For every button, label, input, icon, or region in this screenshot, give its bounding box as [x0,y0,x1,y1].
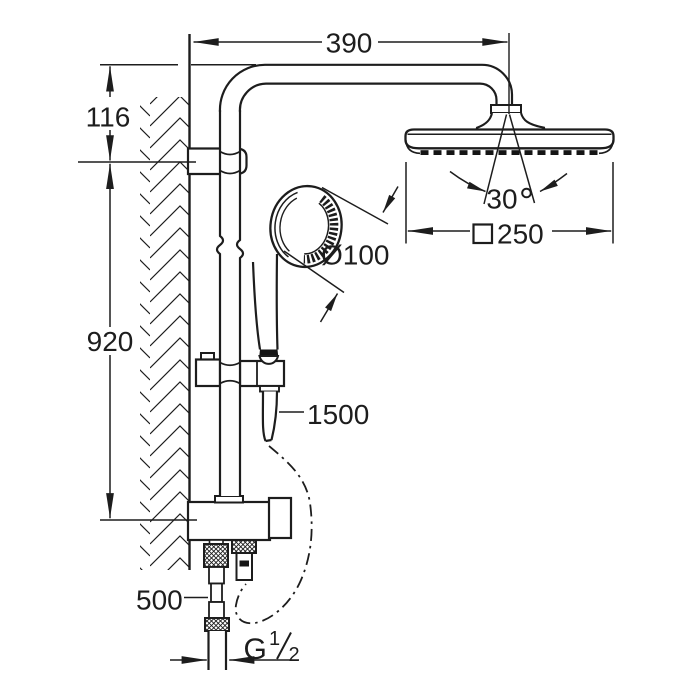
wall [140,34,191,570]
supply-hose-end [208,631,226,670]
label-250: 250 [497,219,544,250]
head-end-arcs [404,139,615,155]
hose-phantom-loop [234,445,313,625]
dimensions [78,33,614,664]
supply-hose-segment [208,601,225,619]
slider-fillet [219,361,241,385]
label-116: 116 [86,102,131,133]
dim-116 [78,64,256,163]
mount-bell [475,112,546,131]
dim-920 [100,163,197,521]
label-500: 500 [136,585,183,616]
head-shower [404,104,615,155]
supply-hose-segment [210,582,223,603]
wall-hatch [140,97,190,570]
head-body [404,128,615,150]
grip-fill [253,254,278,350]
diverter-knob [267,496,293,540]
riser-fill [221,108,239,496]
nozzle-row [420,150,598,155]
square-symbol [472,223,494,245]
valve-body [186,500,272,542]
label-920: 920 [87,326,134,357]
dim-390 [193,33,510,114]
grip-ring [259,349,279,356]
dim-g12 [170,632,299,664]
dim-30deg [449,114,568,205]
label-30: 30 [486,184,517,215]
supply-nut-lower [204,617,230,632]
label-390: 390 [326,28,373,59]
fraction-slash [276,632,292,660]
label-thread-den: 2 [289,644,300,666]
degree-symbol [521,187,532,199]
connector-band [239,560,249,567]
hose-outlet-nut [231,539,257,554]
arm-inner-edge [238,82,498,113]
ext-line [321,186,389,225]
swivel-collar [490,104,522,114]
dim-250 [405,162,614,245]
mount-fill [476,113,545,130]
rail-collar [214,495,244,504]
dimension-labels: 390 116 920 Ø100 30 250 1500 500 G 1 2 [86,28,544,667]
swivel-arrow-right [539,172,568,193]
shower-pipe [215,63,514,496]
spray-face-band [303,195,339,264]
back-contour-1 [274,191,298,258]
arm-fill [219,64,512,112]
handle-cone [258,355,280,365]
swivel-line-left [483,114,508,205]
handshower-holder [238,359,286,388]
label-1500: 1500 [307,399,369,430]
grip-edges [251,253,279,350]
dim-arrow [382,186,399,213]
supply-nut-upper [203,543,229,568]
dim-arrow [319,293,339,323]
slider-clamp [194,358,222,388]
label-thread-num: 1 [269,628,280,650]
dim-dia100 [283,186,399,323]
supply-hose-segment [208,566,225,585]
riser-right-edge [235,110,245,496]
head-outline [269,184,343,269]
face-inner-rim [304,202,330,255]
back-contour-2 [279,197,298,252]
hand-shower-head [269,184,343,269]
bottom-valve [186,495,293,670]
swivel-line-right [508,114,536,204]
hose-upper [261,391,279,443]
swivel-arrow-left [449,170,486,193]
ext-line [283,250,345,294]
label-dia100: Ø100 [321,240,390,271]
label-thread-g: G [244,633,267,666]
bracket-fillet [219,150,241,175]
hose-nut [259,385,280,393]
hand-shower [234,184,343,625]
riser-left-edge [215,110,225,496]
